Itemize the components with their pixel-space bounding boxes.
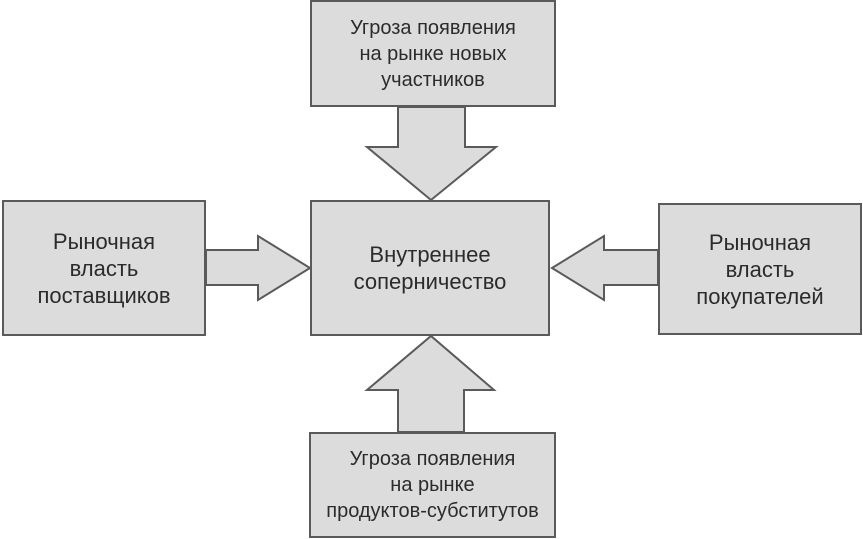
arrow-right-to-center — [550, 234, 659, 302]
node-buyer-power: Рыночная власть покупателей — [658, 203, 862, 335]
node-substitutes-threat: Угроза появления на рынке продуктов-субс… — [309, 432, 556, 538]
arrow-bottom-to-center — [364, 334, 497, 433]
node-supplier-power-label: Рыночная власть поставщиков — [37, 228, 171, 308]
node-new-entrants-threat: Угроза появления на рынке новых участник… — [310, 0, 556, 107]
arrow-top-to-center — [364, 106, 499, 202]
node-internal-rivalry: Внутреннее соперничество — [310, 200, 550, 336]
arrow-left-to-center — [205, 234, 312, 302]
node-internal-rivalry-label: Внутреннее соперничество — [353, 242, 507, 294]
node-new-entrants-threat-label: Угроза появления на рынке новых участник… — [350, 16, 516, 91]
node-supplier-power: Рыночная власть поставщиков — [2, 200, 206, 336]
node-buyer-power-label: Рыночная власть покупателей — [696, 229, 824, 309]
node-substitutes-threat-label: Угроза появления на рынке продуктов-субс… — [326, 448, 539, 522]
